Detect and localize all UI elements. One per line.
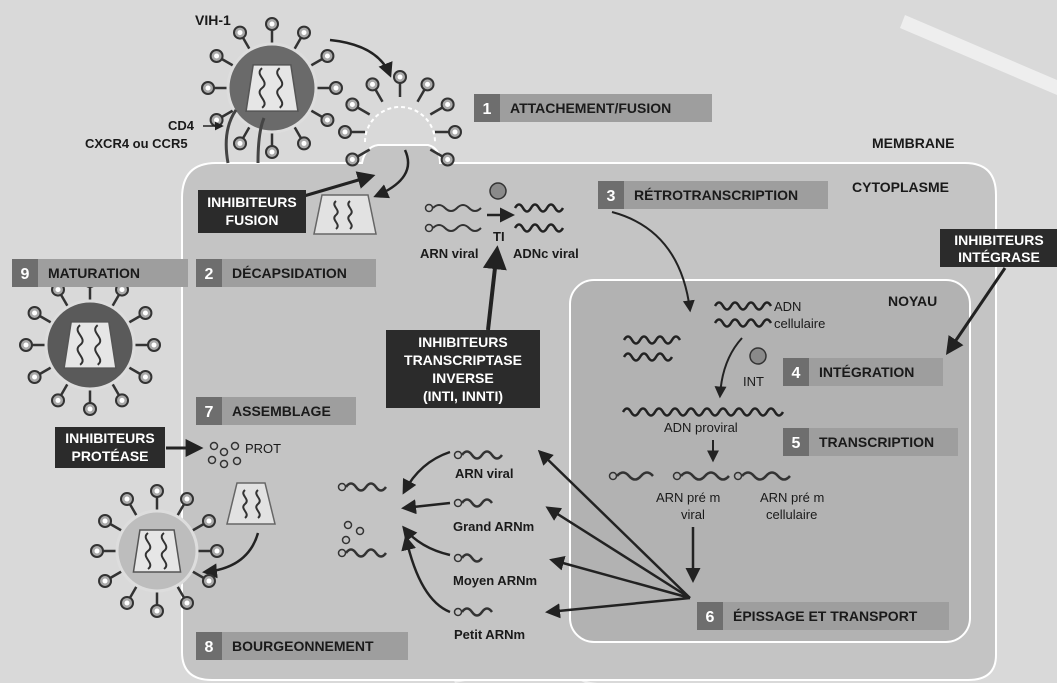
integrase-enzyme — [749, 347, 767, 365]
inhibitor-integrase: INHIBITEURS INTÉGRASE — [940, 229, 1057, 267]
adnc-viral-label: ADNc viral — [513, 246, 579, 261]
virion-free — [201, 17, 343, 159]
step-1-number: 1 — [483, 101, 492, 118]
step-8: 8 BOURGEONNEMENT — [196, 632, 408, 660]
coreceptor-label: CXCR4 ou CCR5 — [85, 136, 188, 151]
step-4-number: 4 — [792, 365, 801, 382]
step-1-label: ATTACHEMENT/FUSION — [510, 100, 671, 116]
export-arrows — [401, 450, 451, 614]
adn-label: ADN — [774, 299, 801, 314]
prot-label: PROT — [245, 441, 281, 456]
inhibitor-integrase-line1: INHIBITEURS — [954, 232, 1043, 248]
step-6-number: 6 — [706, 609, 715, 626]
arn-viral-label: ARN viral — [420, 246, 479, 261]
viral-label: viral — [681, 507, 705, 522]
cd4-label: CD4 — [168, 118, 195, 133]
step-6-label: ÉPISSAGE ET TRANSPORT — [733, 608, 918, 624]
step-4: 4 INTÉGRATION — [783, 358, 943, 386]
step-8-number: 8 — [205, 639, 214, 656]
step-2: 2 DÉCAPSIDATION — [196, 259, 376, 287]
assembly-molecules — [337, 482, 388, 558]
step-9-label: MATURATION — [48, 265, 140, 281]
splicing-arrows — [537, 449, 691, 619]
step-9-number: 9 — [21, 266, 30, 283]
membrane-label: MEMBRANE — [872, 135, 954, 151]
inhibitor-fusion-line2: FUSION — [226, 212, 279, 228]
adn-proviral-label: ADN proviral — [664, 420, 738, 435]
viral-dna-nucleus — [622, 335, 682, 362]
arn-pre-m-cell-label: ARN pré m — [760, 490, 824, 505]
nucleus — [569, 279, 971, 643]
arn-pre-m-viral-label: ARN pré m — [656, 490, 720, 505]
step-1: 1 ATTACHEMENT/FUSION — [474, 94, 712, 122]
step-5-label: TRANSCRIPTION — [819, 434, 934, 450]
step-2-label: DÉCAPSIDATION — [232, 265, 347, 281]
proviral-dna — [621, 407, 785, 417]
inhibitor-rt: INHIBITEURS TRANSCRIPTASE INVERSE (INTI,… — [386, 330, 540, 408]
transcript-moyen-arnm: Moyen ARNm — [453, 573, 537, 588]
int-label: INT — [743, 374, 764, 389]
step-4-label: INTÉGRATION — [819, 364, 914, 380]
step-7-number: 7 — [205, 404, 214, 421]
step-9: 9 MATURATION — [12, 259, 188, 287]
virus-label: VIH-1 — [195, 12, 231, 28]
pre-mrna-strands — [608, 471, 791, 481]
transcript-grand-arnm: Grand ARNm — [453, 519, 534, 534]
step-3: 3 RÉTROTRANSCRIPTION — [598, 181, 828, 209]
step-5-number: 5 — [792, 435, 801, 452]
step-7-label: ASSEMBLAGE — [232, 403, 331, 419]
nucleus-label: NOYAU — [888, 293, 937, 309]
ti-label: TI — [493, 229, 505, 244]
inhibitor-protease-line2: PROTÉASE — [71, 448, 148, 464]
transcript-arn-viral: ARN viral — [455, 466, 514, 481]
protease-molecules — [207, 441, 242, 469]
inhibitor-rt-line2: TRANSCRIPTASE — [404, 352, 522, 368]
transcript-petit-arnm: Petit ARNm — [454, 627, 525, 642]
cellulaire2-label: cellulaire — [766, 507, 817, 522]
virion-fusing — [338, 70, 462, 167]
step-5: 5 TRANSCRIPTION — [783, 428, 958, 456]
inhibitor-protease-line1: INHIBITEURS — [65, 430, 154, 446]
virion-mature — [19, 274, 161, 416]
step-7: 7 ASSEMBLAGE — [196, 397, 356, 425]
inhibitor-integrase-line2: INTÉGRASE — [958, 249, 1040, 265]
cytoplasm-label: CYTOPLASME — [852, 179, 949, 195]
step-3-label: RÉTROTRANSCRIPTION — [634, 187, 798, 203]
inhibitor-fusion-line1: INHIBITEURS — [207, 194, 296, 210]
inhibitor-protease: INHIBITEURS PROTÉASE — [55, 427, 165, 468]
cellular-dna — [713, 301, 773, 328]
step-8-label: BOURGEONNEMENT — [232, 638, 374, 654]
step-3-number: 3 — [607, 188, 616, 205]
capsid-assembling — [226, 482, 276, 525]
cellulaire-label: cellulaire — [774, 316, 825, 331]
virion-budding — [90, 484, 224, 618]
inhibitor-rt-line1: INHIBITEURS — [418, 334, 507, 350]
reverse-transcription-scheme — [424, 182, 565, 233]
inhibitor-rt-line3: INVERSE — [432, 370, 493, 386]
capsid-uncoated — [313, 194, 377, 235]
step-6: 6 ÉPISSAGE ET TRANSPORT — [697, 602, 949, 630]
steps-layer: 1 ATTACHEMENT/FUSION 2 DÉCAPSIDATION 3 RÉTROT… — [12, 94, 958, 660]
transcripts-group — [453, 450, 504, 617]
step-2-number: 2 — [205, 266, 214, 283]
inhibitor-fusion: INHIBITEURS FUSION — [198, 190, 306, 233]
inhibitor-rt-line4: (INTI, INNTI) — [423, 388, 503, 404]
